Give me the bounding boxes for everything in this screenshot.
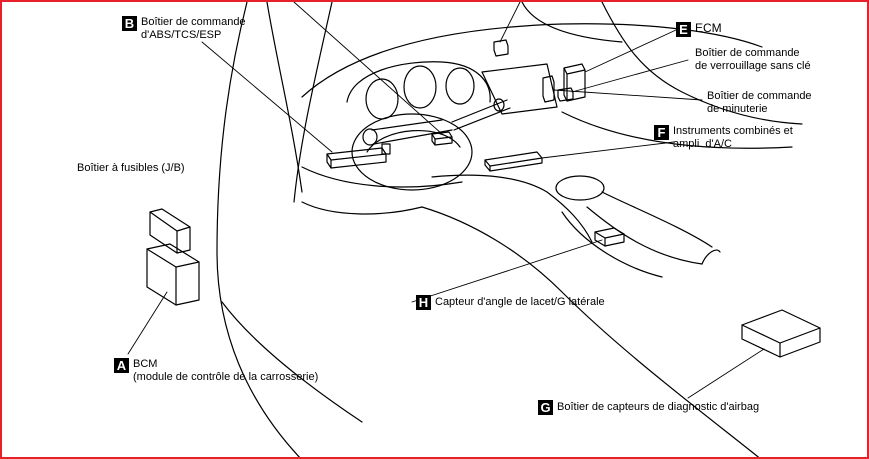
callout-e-line1: ECM xyxy=(695,21,722,35)
meter-amp-box xyxy=(484,151,543,172)
callout-a: A BCM(module de contrôle de la carrosseri… xyxy=(114,358,318,384)
dash-right-curve xyxy=(601,2,803,125)
keyless-line2: de verrouillage sans clé xyxy=(695,60,811,72)
yaw-lateral-box xyxy=(594,227,625,247)
abs-module-box xyxy=(326,143,391,169)
center-console-right xyxy=(601,191,713,248)
keyless-line1: Boîtier de commande xyxy=(695,47,800,59)
callout-g: G Boîtier de capteurs de diagnostic d'air… xyxy=(538,400,759,415)
gauge-center xyxy=(403,65,437,109)
console-cupholder xyxy=(555,175,605,201)
callout-a-line2: (module de contrôle de la carrosserie) xyxy=(133,371,319,383)
callout-g-tag: G xyxy=(538,400,553,415)
gauge-right xyxy=(445,67,475,105)
gauge-left xyxy=(365,78,399,120)
label-fusebox: Boîtier à fusibles (J/B) xyxy=(77,162,185,174)
floor-line xyxy=(421,206,760,457)
dash-top xyxy=(301,23,763,98)
steering-column xyxy=(371,119,453,145)
kick-panel xyxy=(301,201,423,215)
center-console-left xyxy=(431,174,593,243)
callout-a-tag: A xyxy=(114,358,129,373)
timer-box xyxy=(542,75,555,103)
callout-g-line1: Boîtier de capteurs de diagnostic d'airb… xyxy=(557,401,760,413)
callout-h: H Capteur d'angle de lacet/G latérale xyxy=(416,295,605,310)
steering-wheel-outer xyxy=(351,113,473,191)
stalk-end xyxy=(493,98,505,112)
callout-e: E ECM xyxy=(676,22,722,37)
cluster-hood xyxy=(346,61,491,103)
bcm-box xyxy=(146,243,200,306)
callout-b-tag: B xyxy=(122,16,137,31)
steering-wheel-inner xyxy=(366,129,461,153)
timer-line2: de minuterie xyxy=(707,103,768,115)
callout-b-line2: d'ABS/TCS/ESP xyxy=(141,29,222,41)
callout-b-line1: Boîtier de commande xyxy=(141,16,246,28)
shifter-tunnel xyxy=(561,206,703,278)
dash-top-2 xyxy=(521,2,623,43)
callout-h-tag: H xyxy=(416,295,431,310)
callout-f-line2: ampli. d'A/C xyxy=(673,138,732,150)
upper-sensor-box xyxy=(493,39,509,57)
callout-h-line1: Capteur d'angle de lacet/G latérale xyxy=(435,296,605,308)
airbag-sensor-box xyxy=(741,309,821,358)
callout-f-line1: Instruments combinés et xyxy=(673,125,793,137)
console-edge xyxy=(701,249,721,265)
keyless-box xyxy=(557,87,574,102)
ecm-box xyxy=(563,63,586,102)
callout-f-tag: F xyxy=(654,125,669,140)
windshield-line xyxy=(216,2,301,457)
door-sill xyxy=(221,301,363,423)
a-pillar-inner xyxy=(266,2,303,193)
lower-dash xyxy=(301,166,463,188)
center-stack xyxy=(481,63,558,115)
column-end xyxy=(362,128,378,146)
yaw-sensor-box xyxy=(431,131,453,146)
callout-a-line1: BCM xyxy=(133,358,158,370)
leader-lines xyxy=(127,2,765,399)
callout-e-tag: E xyxy=(676,22,691,37)
fusebox-box xyxy=(149,208,191,254)
timer-line1: Boîtier de commande xyxy=(707,90,812,102)
